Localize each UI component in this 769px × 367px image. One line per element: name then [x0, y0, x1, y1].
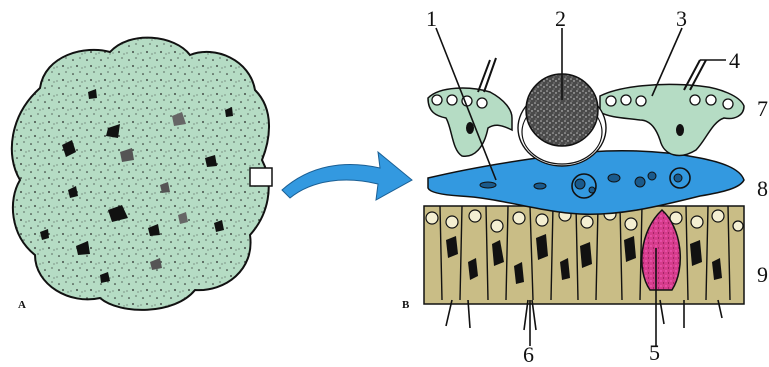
callout-8: 8	[757, 176, 768, 201]
enlarged-region-box	[250, 168, 272, 186]
callout-7: 7	[757, 96, 768, 121]
callout-4: 4	[729, 48, 740, 73]
callout-3: 3	[676, 6, 687, 31]
detail-b	[424, 58, 744, 330]
magnification-arrow	[282, 152, 412, 200]
cross-section-a	[12, 38, 272, 310]
epithelium-layer	[424, 206, 744, 330]
callout-6: 6	[523, 342, 534, 367]
panel-a-label: A	[18, 299, 26, 311]
panel-b-label: B	[402, 299, 410, 311]
callout-5: 5	[649, 340, 660, 365]
callout-9: 9	[757, 262, 768, 287]
tissue-texture	[12, 38, 269, 310]
callout-1: 1	[426, 6, 437, 31]
callout-2: 2	[555, 6, 566, 31]
right-membrane-lobe	[600, 84, 744, 155]
